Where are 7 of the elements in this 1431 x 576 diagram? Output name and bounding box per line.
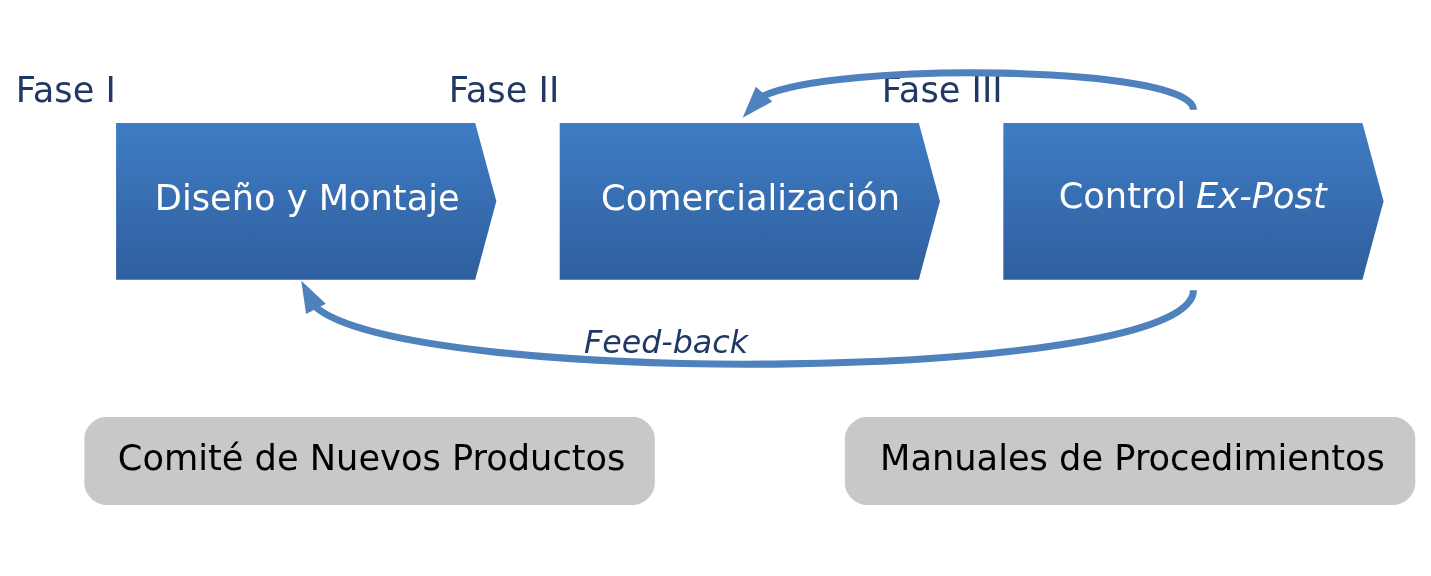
edge-label: Feed-back bbox=[584, 323, 749, 360]
arrow bbox=[742, 68, 1197, 118]
node-label: Fase I bbox=[15, 68, 116, 110]
node-box: Manuales de Procedimientos bbox=[844, 416, 1416, 505]
node-label: Fase III bbox=[881, 68, 1003, 110]
node-box: Comité de Nuevos Productos bbox=[84, 416, 655, 505]
node-label: Fase II bbox=[448, 68, 560, 110]
